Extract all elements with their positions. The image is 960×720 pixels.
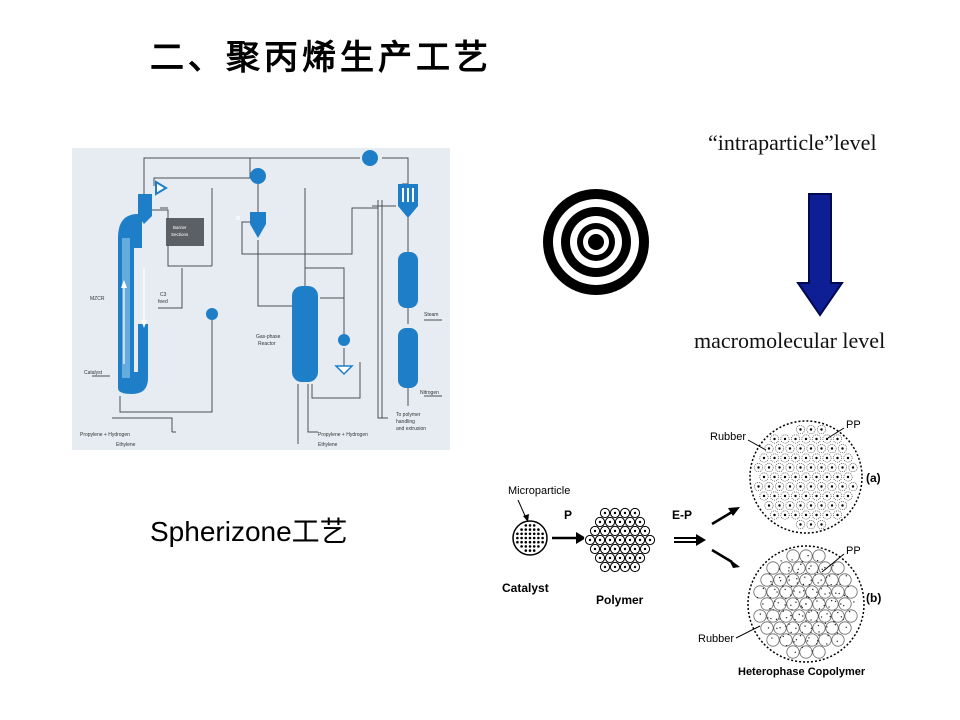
dryer-vessel <box>398 328 418 388</box>
label-microparticle: Microparticle <box>508 485 570 497</box>
label-a: (a) <box>866 471 881 485</box>
label-nitrogen: Nitrogen <box>420 390 439 396</box>
label-reactor: Reactor <box>258 341 276 347</box>
label-polymer: Polymer <box>596 593 644 607</box>
label-ethylene-left: Ethylene <box>116 442 136 448</box>
label-gas-phase: Gas-phase <box>256 334 281 340</box>
label-rubber-b: Rubber <box>698 633 734 645</box>
barrier-sections-box <box>166 218 204 246</box>
spherizone-caption: Spherizone工艺 <box>150 516 348 547</box>
label-to-polymer: To polymer <box>396 412 421 418</box>
label-propylene-hydrogen-left: Propylene + Hydrogen <box>80 432 130 438</box>
label-ep: E-P <box>672 508 692 522</box>
arrow-ep-icon <box>674 534 706 546</box>
particle-a <box>749 420 863 534</box>
label-steam: Steam <box>424 312 438 318</box>
page-title: 二、聚丙烯生产工艺 <box>150 38 492 78</box>
arrow-p-icon <box>552 532 586 544</box>
label-b: (b) <box>866 591 881 605</box>
pump-1 <box>206 308 218 320</box>
heterophase-morphology-diagram: Microparticle Catalyst P Polymer E-P Rub… <box>502 419 881 678</box>
arrow-to-a-icon <box>711 507 740 526</box>
valve <box>334 365 354 376</box>
down-arrow-icon <box>796 193 844 317</box>
label-extrusion: and extrusion <box>396 426 426 432</box>
heat-exchanger <box>155 180 168 196</box>
label-handling: handling <box>396 419 415 425</box>
label-propylene-hydrogen-right: Propylene + Hydrogen <box>318 432 368 438</box>
compressor-1 <box>250 168 266 184</box>
label-mzcr: MZCR <box>90 296 105 302</box>
arrow-to-b-icon <box>711 548 740 568</box>
label-barrier: Barrier <box>173 225 187 230</box>
label-feed: feed <box>158 299 168 305</box>
pump-2 <box>338 334 350 346</box>
label-heterophase: Heterophase Copolymer <box>738 666 866 678</box>
intraparticle-level-label: “intraparticle”level <box>708 130 877 155</box>
concentric-particle-icon <box>543 189 649 295</box>
compressor-2 <box>362 150 378 166</box>
label-p: P <box>564 508 572 522</box>
mzcr-loop-reactor <box>118 194 240 394</box>
diagram-background <box>72 148 450 450</box>
label-pp-b: PP <box>846 545 861 557</box>
label-pp-a: PP <box>846 419 861 431</box>
cyclone <box>250 212 266 238</box>
spherizone-flow-diagram: MZCR Barrier Sections C3 feed Catalyst G… <box>72 148 450 450</box>
label-ethylene-right: Ethylene <box>318 442 338 448</box>
label-rubber-a: Rubber <box>710 431 746 443</box>
steamer-vessel <box>398 252 418 308</box>
gas-phase-reactor <box>292 286 318 382</box>
label-sections: Sections <box>171 232 189 237</box>
label-catalyst: Catalyst <box>502 581 549 595</box>
particle-b <box>747 545 865 663</box>
catalyst-particle <box>512 520 548 556</box>
macromolecular-level-label: macromolecular level <box>694 328 886 353</box>
label-c3: C3 <box>160 292 167 298</box>
polymer-particle <box>584 504 656 576</box>
label-catalyst: Catalyst <box>84 370 103 376</box>
